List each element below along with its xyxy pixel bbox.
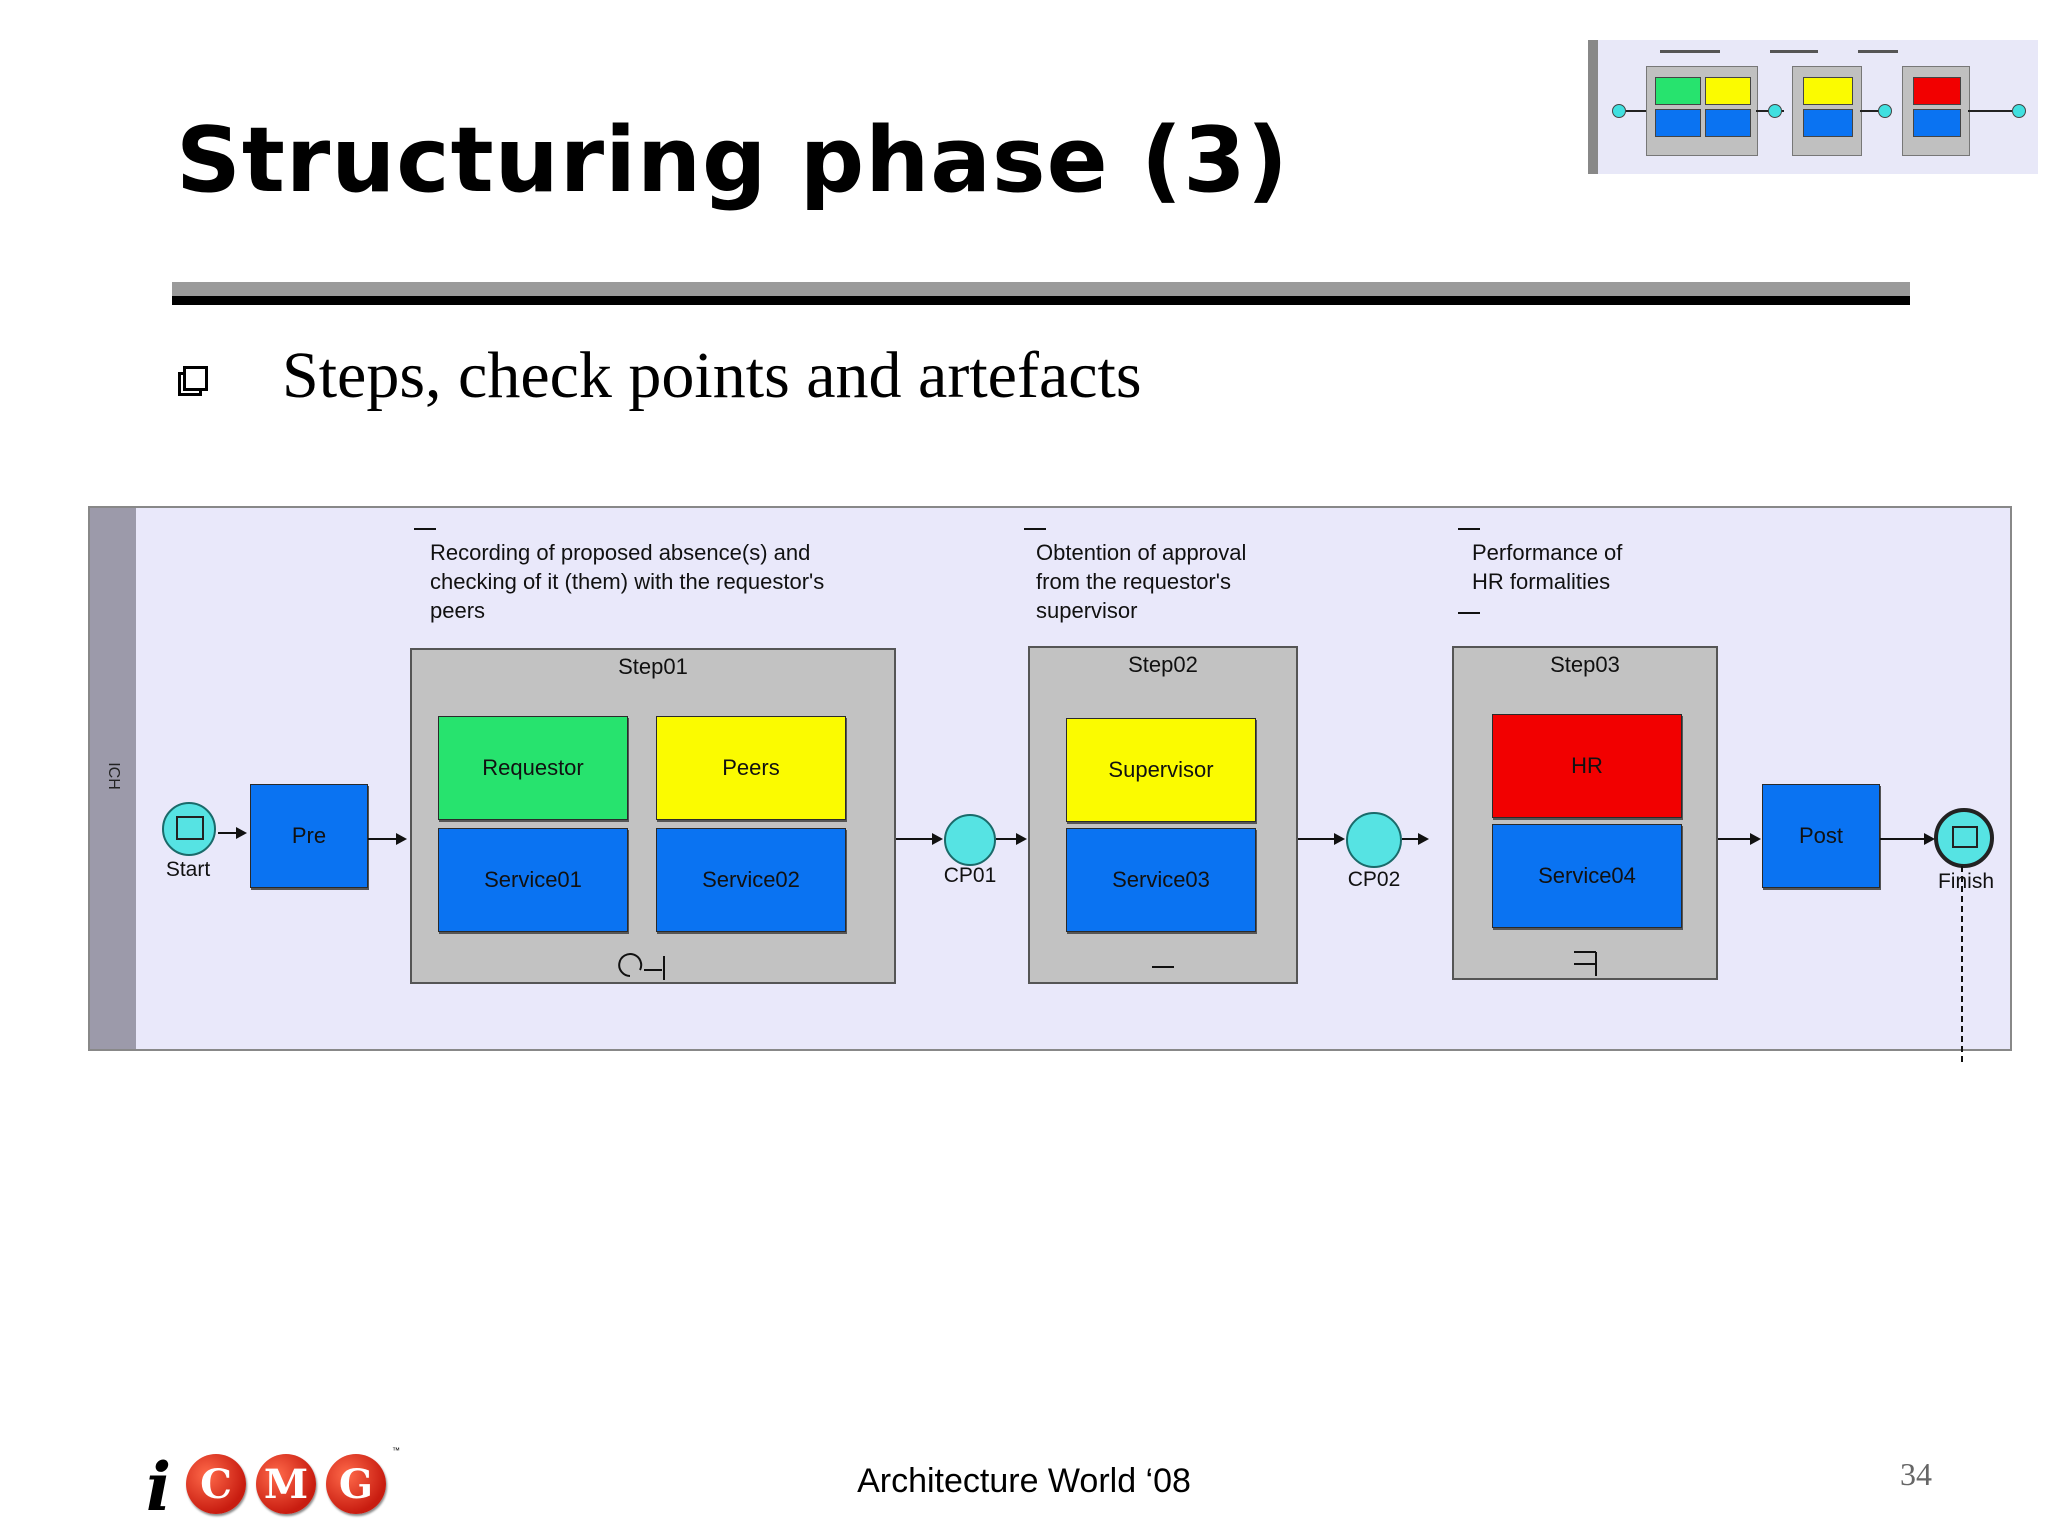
process-diagram: ICH Recording of proposed absence(s) and… [88, 506, 2012, 1051]
logo-letter-m: M [256, 1454, 316, 1514]
arrow-head [1924, 833, 1935, 845]
arrow-head [1418, 833, 1429, 845]
annotation-bracket [1458, 528, 1480, 530]
post-task[interactable]: Post [1762, 784, 1880, 888]
checkpoint-cp01[interactable] [944, 814, 996, 866]
arrow-head [1750, 833, 1761, 845]
annotation-step02: Obtention of approval from the requestor… [1036, 540, 1247, 623]
logo-trademark: ™ [392, 1446, 400, 1455]
service04-task[interactable]: Service04 [1492, 824, 1682, 928]
arrow-head [236, 827, 247, 839]
logo-letter-i: i [146, 1448, 172, 1526]
step02-title: Step02 [1128, 652, 1198, 677]
annotation-bracket [414, 528, 436, 530]
step-marker [1152, 966, 1174, 968]
association-line [1961, 866, 1963, 1062]
checkpoint-cp02[interactable] [1346, 812, 1402, 868]
slide-title: Structuring phase (3) [176, 108, 1289, 213]
cp02-label: CP02 [1347, 868, 1401, 891]
thumbnail-annotation [1770, 50, 1818, 53]
message-icon [1952, 826, 1978, 848]
connector [1718, 838, 1754, 840]
thumbnail-annotation [1660, 50, 1720, 53]
peers-role[interactable]: Peers [656, 716, 846, 820]
step03-container[interactable]: Step03 HR Service04 [1452, 646, 1718, 980]
connector [896, 838, 938, 840]
annotation-step01: Recording of proposed absence(s) and che… [430, 540, 825, 623]
message-icon [176, 816, 204, 840]
annotation-step03: Performance of HR formalities [1472, 540, 1623, 594]
arrow-head [396, 833, 407, 845]
step03-title: Step03 [1550, 652, 1620, 677]
swimlane-header: ICH [90, 508, 136, 1049]
swimlane-label: ICH [105, 762, 122, 790]
thumbnail-checkpoint [1768, 104, 1782, 118]
title-rule-black [172, 296, 1910, 305]
connector [996, 838, 1020, 840]
step01-title: Step01 [618, 654, 688, 679]
thumbnail-service-box [1705, 109, 1751, 137]
service02-task[interactable]: Service02 [656, 828, 846, 932]
step02-container[interactable]: Step02 Supervisor Service03 [1028, 646, 1298, 984]
thumbnail-step [1902, 66, 1970, 156]
step01-container[interactable]: Step01 Requestor Peers Service01 Service… [410, 648, 896, 984]
start-label: Start [165, 858, 211, 881]
thumbnail-checkpoint [1878, 104, 1892, 118]
thumbnail-connector [1626, 110, 1646, 112]
page-number: 34 [1900, 1456, 1932, 1492]
title-rule-gray [172, 282, 1910, 296]
thumbnail-role-box [1913, 77, 1961, 105]
thumbnail-service-box [1803, 109, 1853, 137]
annotation-bracket [1024, 528, 1046, 530]
footer-text: Architecture World ‘08 [857, 1462, 1191, 1500]
thumbnail-finish-event [2012, 104, 2026, 118]
thumbnail-service-box [1913, 109, 1961, 137]
logo-letter-g: G [326, 1454, 386, 1514]
logo-letter-c: C [186, 1454, 246, 1514]
finish-label: Finish [1937, 870, 1995, 893]
icmg-logo: i C M G ™ [146, 1446, 406, 1526]
connector [368, 838, 398, 840]
connector [1402, 838, 1422, 840]
thumbnail-connector [1860, 110, 1884, 112]
thumbnail-role-box [1803, 77, 1853, 105]
thumbnail-role-box [1705, 77, 1751, 105]
supervisor-role[interactable]: Supervisor [1066, 718, 1256, 822]
step-marker-icon [1574, 951, 1597, 976]
thumbnail-step [1792, 66, 1862, 156]
thumbnail-start-event [1612, 104, 1626, 118]
diagram-thumbnail [1588, 40, 2038, 174]
hr-role[interactable]: HR [1492, 714, 1682, 818]
connector [1298, 838, 1340, 840]
pre-task[interactable]: Pre [250, 784, 368, 888]
thumbnail-service-box [1655, 109, 1701, 137]
thumbnail-role-box [1655, 77, 1701, 105]
finish-event[interactable] [1934, 808, 1994, 868]
service03-task[interactable]: Service03 [1066, 828, 1256, 932]
connector [1880, 838, 1928, 840]
bullet-box-icon [178, 366, 208, 396]
loop-marker-icon [618, 953, 665, 980]
start-event[interactable] [162, 802, 216, 856]
thumbnail-connector [1968, 110, 2012, 112]
service01-task[interactable]: Service01 [438, 828, 628, 932]
cp01-label: CP01 [943, 864, 997, 887]
arrow-head [1016, 833, 1027, 845]
thumbnail-annotation [1858, 50, 1898, 53]
thumbnail-step [1646, 66, 1758, 156]
requestor-role[interactable]: Requestor [438, 716, 628, 820]
connector [218, 832, 240, 834]
annotation-bracket [1458, 612, 1480, 614]
bullet-text: Steps, check points and artefacts [282, 339, 1142, 412]
arrow-head [932, 833, 943, 845]
arrow-head [1334, 833, 1345, 845]
